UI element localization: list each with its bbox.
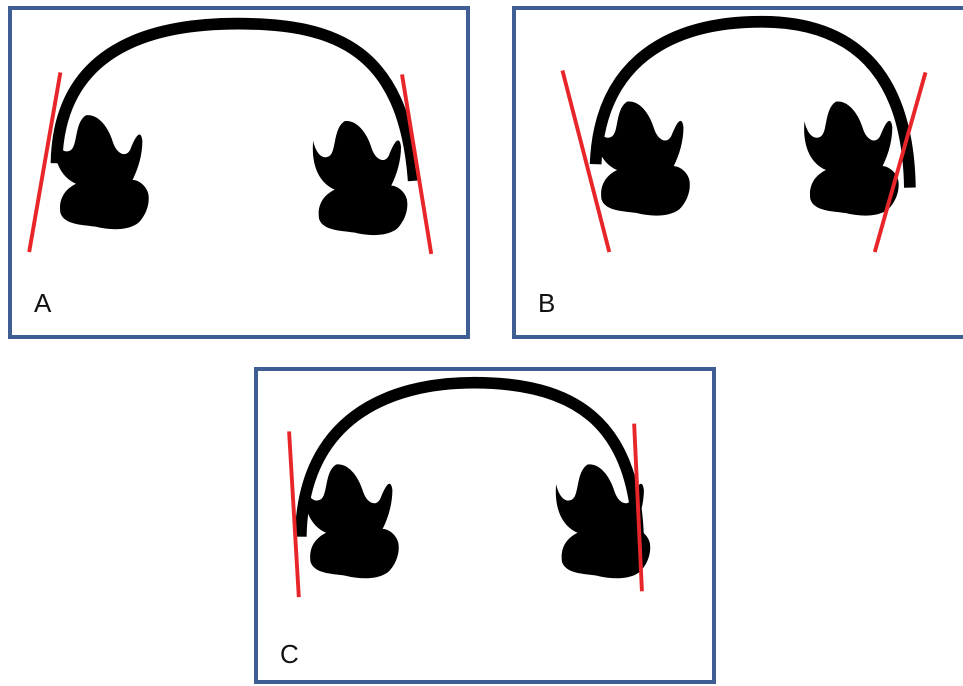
left-reference-line <box>562 71 609 253</box>
panel-label-b: B <box>538 288 555 319</box>
left-molar-icon <box>54 115 149 229</box>
panel-b-drawing <box>516 10 963 335</box>
panel-a-drawing <box>12 10 466 335</box>
left-molar-icon <box>595 101 690 215</box>
panel-label-c: C <box>280 639 299 670</box>
panel-b: B <box>512 6 963 339</box>
panel-c-drawing <box>258 371 712 680</box>
right-molar-icon <box>804 101 899 215</box>
panel-c: C <box>254 367 716 684</box>
right-molar-icon <box>313 121 408 235</box>
left-molar-icon <box>304 464 398 578</box>
panel-label-a: A <box>34 288 51 319</box>
panel-a: A <box>8 6 470 339</box>
